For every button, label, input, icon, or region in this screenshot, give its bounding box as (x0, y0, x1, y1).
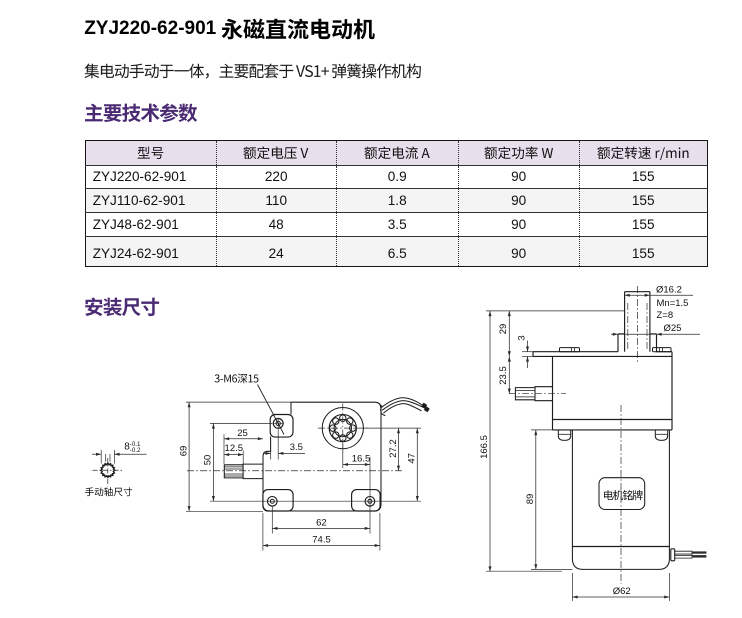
svg-text:3: 3 (516, 335, 527, 340)
svg-text:Mn=1.5: Mn=1.5 (657, 298, 689, 309)
svg-text:89: 89 (525, 494, 536, 505)
svg-text:166.5: 166.5 (479, 435, 490, 459)
svg-text:3.5: 3.5 (290, 442, 303, 453)
svg-text:8: 8 (124, 441, 130, 452)
svg-text:Ø25: Ø25 (664, 323, 682, 334)
svg-text:Ø62: Ø62 (613, 586, 631, 597)
svg-text:27.2: 27.2 (388, 439, 399, 458)
svg-text:-0.1: -0.1 (130, 441, 141, 448)
svg-text:Ø16.2: Ø16.2 (656, 284, 682, 295)
svg-text:25: 25 (237, 428, 248, 439)
svg-text:62: 62 (316, 517, 327, 528)
svg-text:23.5: 23.5 (498, 366, 509, 385)
svg-text:12.5: 12.5 (225, 443, 244, 454)
svg-text:47: 47 (406, 453, 417, 464)
svg-text:-0.2: -0.2 (130, 447, 141, 454)
svg-text:74.5: 74.5 (312, 534, 331, 545)
svg-text:69: 69 (178, 446, 189, 457)
svg-text:16.5: 16.5 (352, 453, 371, 464)
svg-text:Z=8: Z=8 (657, 310, 674, 321)
svg-text:29: 29 (498, 324, 509, 335)
svg-text:50: 50 (203, 455, 214, 466)
